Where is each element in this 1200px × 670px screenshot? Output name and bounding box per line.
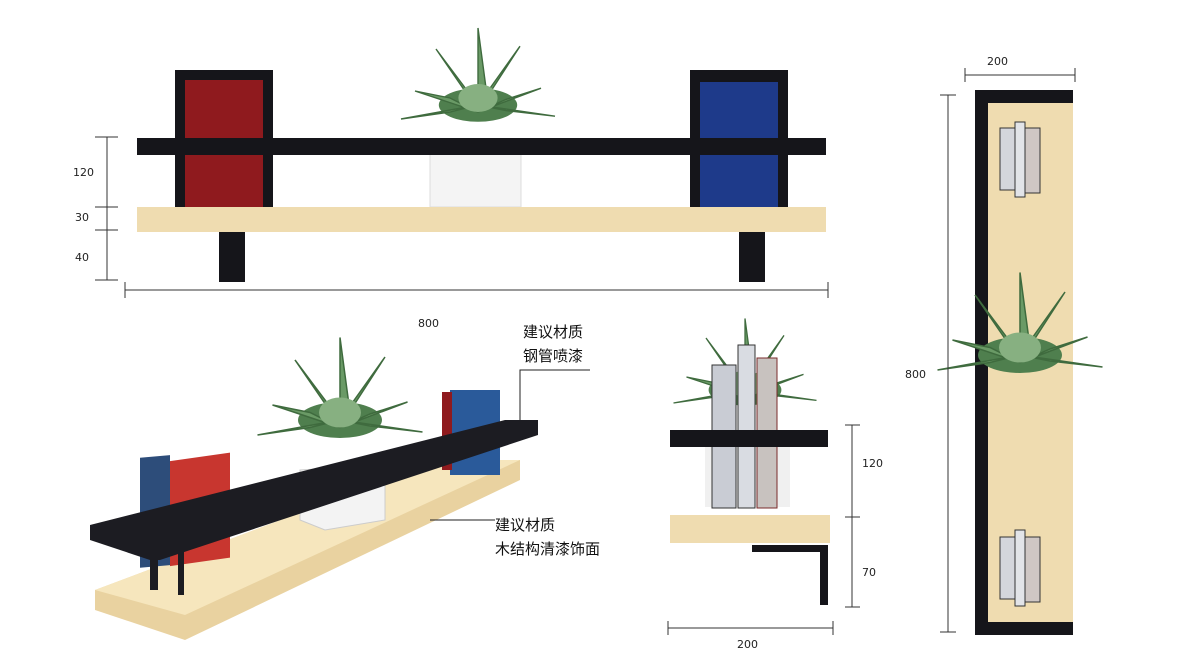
plant [256, 336, 424, 439]
front-view: 120 30 40 800 [73, 27, 829, 330]
dim-120: 120 [73, 166, 94, 179]
wood-plank [137, 207, 826, 232]
leg-right [739, 232, 765, 282]
top-view: 200 800 [905, 55, 1104, 635]
dim-40: 40 [75, 251, 89, 264]
steel-bar [137, 138, 826, 155]
steel-note-line1: 建议材质 [523, 323, 583, 341]
dim-120: 120 [862, 457, 883, 470]
books-top [999, 121, 1041, 198]
leg-left [219, 232, 245, 282]
dim-800: 800 [905, 368, 926, 381]
book [737, 344, 756, 509]
dim-70: 70 [862, 566, 876, 579]
steel-note-line2: 钢管喷漆 [523, 347, 583, 365]
wood-note-line1: 建议材质 [495, 516, 555, 534]
steel-bar [90, 420, 538, 560]
wood-plank [670, 515, 830, 543]
dim-30: 30 [75, 211, 89, 224]
dim-200: 200 [737, 638, 758, 651]
dim-200: 200 [987, 55, 1008, 68]
books-bottom [999, 529, 1041, 607]
dim-800: 800 [418, 317, 439, 330]
plant [936, 271, 1104, 374]
pot [429, 151, 522, 208]
steel-bar [670, 430, 828, 447]
wood-note-line2: 木结构清漆饰面 [495, 540, 600, 558]
plant [400, 27, 556, 123]
bracket [752, 545, 828, 552]
perspective-view: 建议材质 钢管喷漆 建议材质 木结构清漆饰面 [90, 323, 600, 640]
side-view: 120 70 200 [667, 317, 883, 651]
